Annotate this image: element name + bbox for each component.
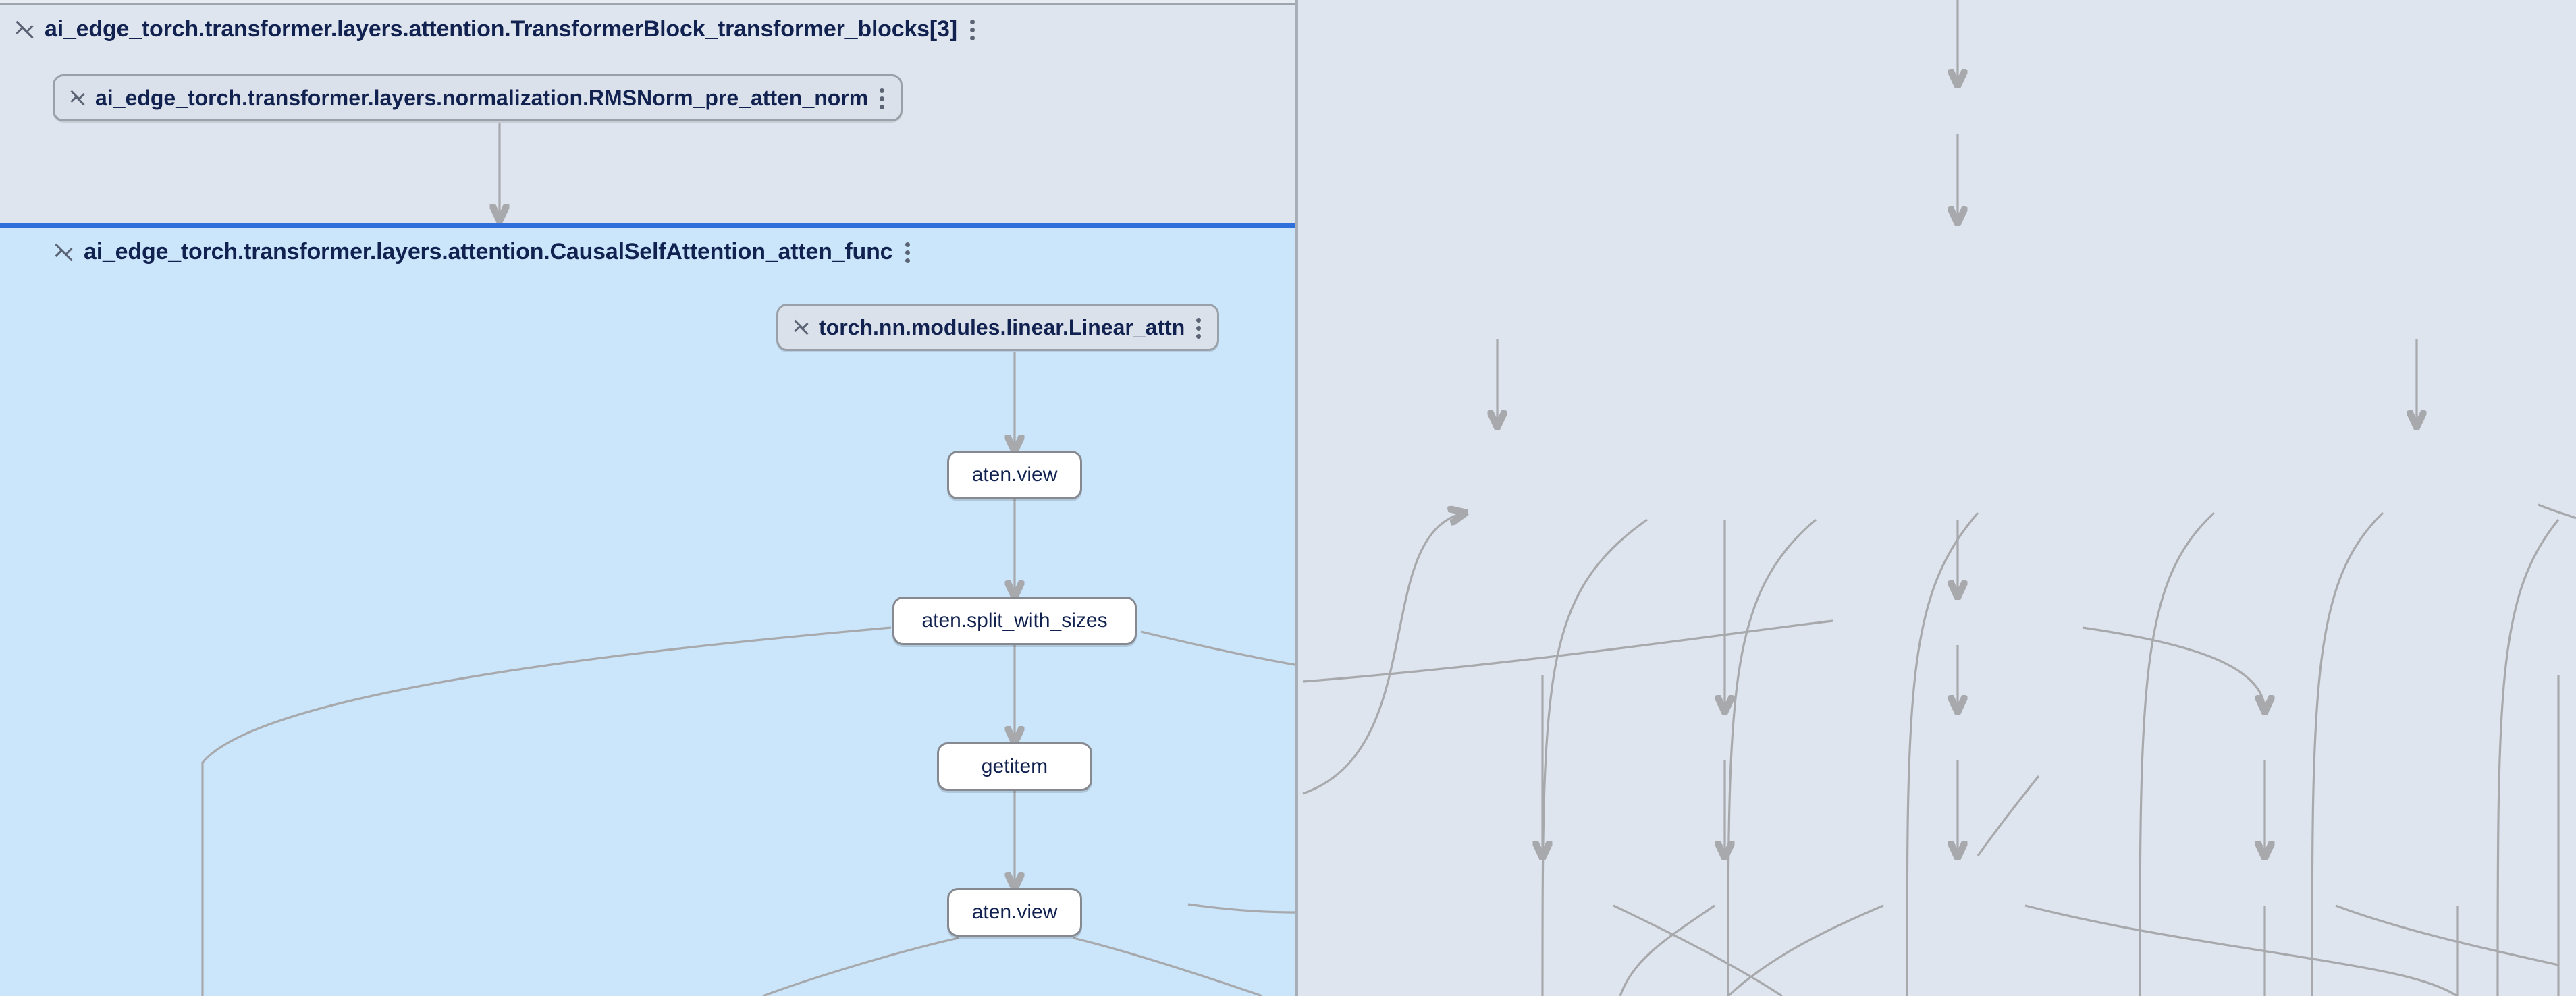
group-header-transformer-block[interactable]: ai_edge_torch.transformer.layers.attenti… [15, 15, 976, 43]
node-getitem[interactable]: getitem [937, 742, 1092, 791]
node-aten-view-1[interactable]: aten.view [947, 451, 1082, 499]
left-graph-panel[interactable]: ai_edge_torch.transformer.layers.attenti… [0, 0, 1296, 996]
node-label: aten.split_with_sizes [921, 609, 1108, 632]
node-label: aten.view [971, 901, 1058, 923]
collapse-vertical-icon[interactable] [54, 238, 72, 265]
group-title-transformer-block: ai_edge_torch.transformer.layers.attenti… [45, 16, 957, 42]
expand-vertical-icon[interactable] [793, 314, 808, 340]
module-pill-rmsnorm[interactable]: ai_edge_torch.transformer.layers.normali… [53, 74, 903, 121]
kebab-menu-icon[interactable] [879, 84, 886, 112]
panel-top-strip [0, 0, 1296, 5]
node-aten-view-2[interactable]: aten.view [947, 888, 1082, 937]
group-header-causal-self-attention-left[interactable]: ai_edge_torch.transformer.layers.attenti… [54, 238, 911, 266]
node-label: aten.view [971, 464, 1058, 486]
node-aten-split-with-sizes[interactable]: aten.split_with_sizes [892, 597, 1137, 645]
collapse-vertical-icon[interactable] [15, 16, 32, 43]
kebab-menu-icon[interactable] [905, 238, 911, 266]
module-pill-rmsnorm-label: ai_edge_torch.transformer.layers.normali… [95, 85, 869, 110]
node-label: getitem [981, 755, 1048, 777]
group-title-causal-self-attention-left: ai_edge_torch.transformer.layers.attenti… [84, 238, 893, 265]
kebab-menu-icon[interactable] [969, 15, 976, 43]
panel-divider[interactable] [1295, 0, 1298, 996]
module-pill-linear-attn-label: torch.nn.modules.linear.Linear_attn [819, 314, 1185, 339]
right-graph-panel[interactable]: ai_edge_torch.transformer.layers.attenti… [1299, 0, 2576, 996]
expand-vertical-icon[interactable] [70, 85, 84, 111]
kebab-menu-icon[interactable] [1196, 313, 1202, 341]
module-pill-linear-attn[interactable]: torch.nn.modules.linear.Linear_attn [776, 304, 1220, 351]
